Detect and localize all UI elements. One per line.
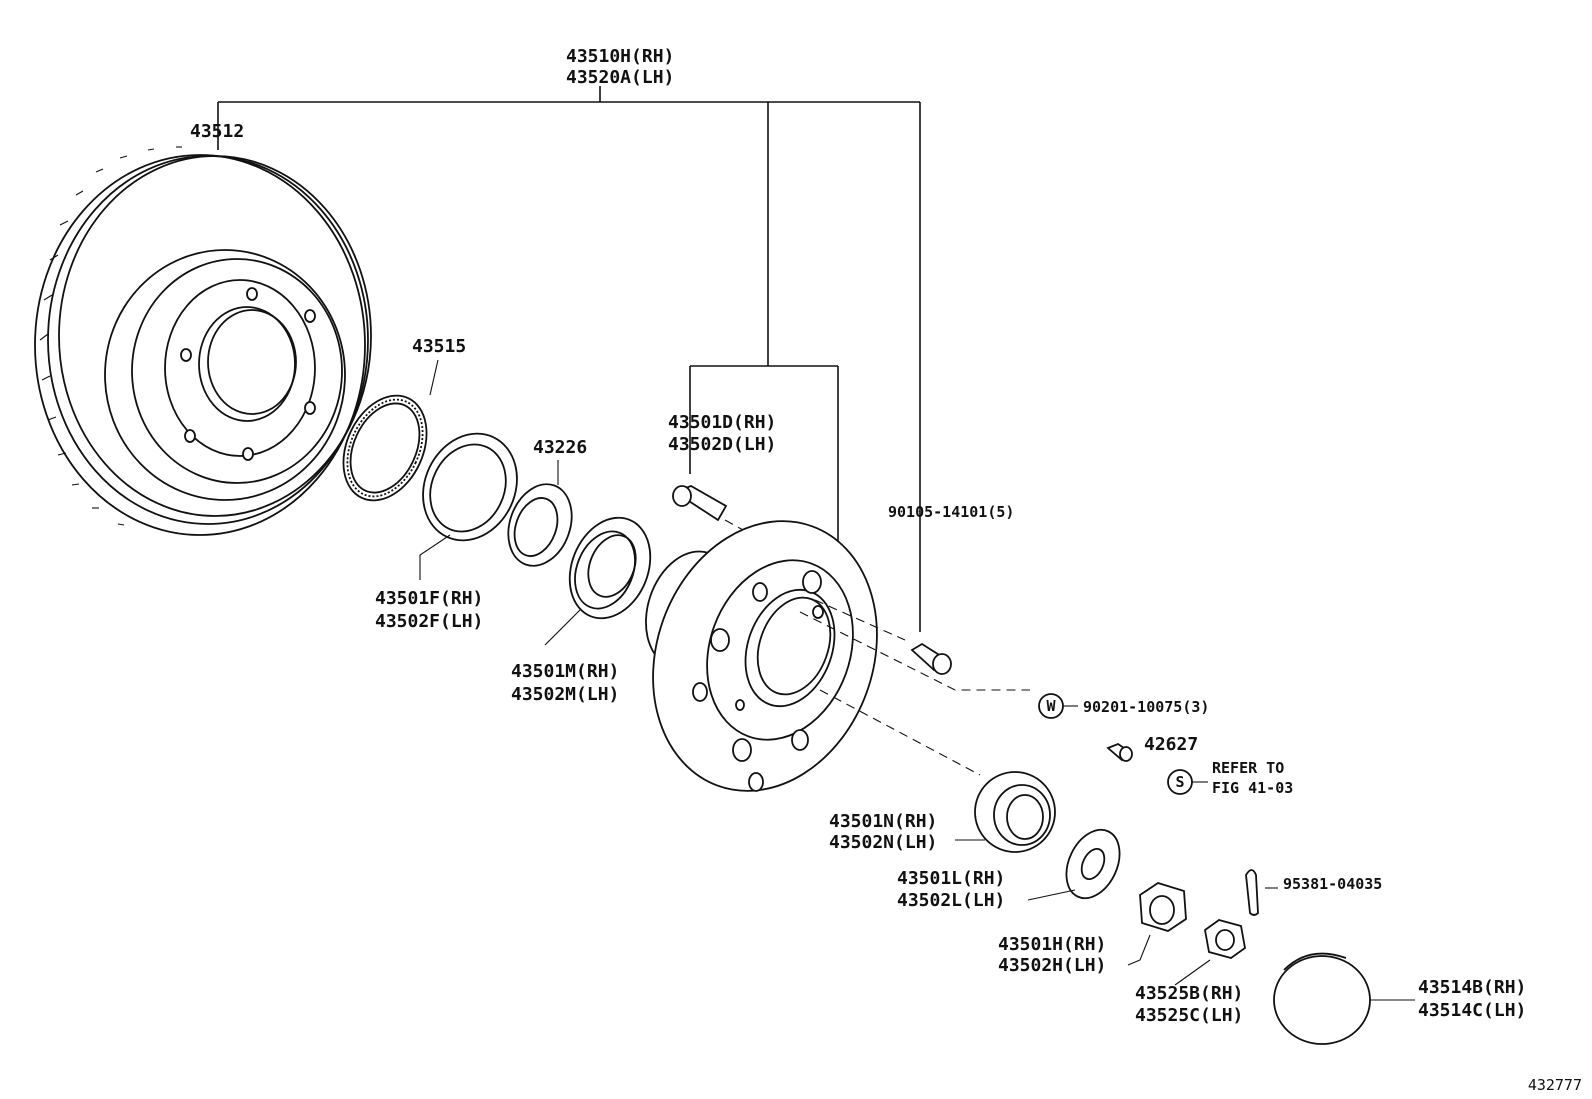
label-outer-bearing-lh: 43502N(LH) [829,832,937,853]
label-disc: 43512 [190,121,244,142]
label-oil-seal-lh: 43502F(LH) [375,611,483,632]
label-claw-washer-rh: 43501L(RH) [897,868,1005,889]
axle-hub [645,520,1030,792]
outer-bearing [955,771,1056,853]
label-rotor-rh: 43510H(RH) [566,46,674,67]
brake-disc [34,146,372,536]
label-cotter-pin: 95381-04035 [1283,875,1382,893]
label-grease-cap-lh: 43514C(LH) [1418,1000,1526,1021]
grease-fitting [1106,742,1133,762]
label-refer-line1: REFER TO [1212,759,1284,777]
label-bolt: 90105-14101(5) [888,503,1014,521]
figure-number: 432777 [1528,1076,1582,1094]
oil-seal [419,432,518,580]
label-hub-nut-rh: 43501H(RH) [998,934,1106,955]
label-grease-fitting: 42627 [1144,734,1198,755]
spacer [507,460,573,567]
label-oil-seal-rh: 43501F(RH) [375,588,483,609]
nut-lock [1174,919,1246,986]
label-inner-bearing-lh: 43502M(LH) [511,684,619,705]
sensor-rotor [342,359,439,502]
label-hub-bolt-rh: 43501D(RH) [668,412,776,433]
inner-bearing [544,516,652,646]
label-washer: 90201-10075(3) [1083,698,1209,716]
label-grease-cap-rh: 43514B(RH) [1418,977,1526,998]
label-refer-line2: FIG 41-03 [1212,779,1293,797]
grease-cap [1273,952,1415,1045]
standard-mark: S [1175,773,1184,791]
label-hub-nut-lh: 43502H(LH) [998,955,1106,976]
caliper-bolt [910,642,952,675]
washer-symbol: W [1038,693,1078,719]
hub-nut [1127,882,1187,966]
standard-symbol: S [1167,769,1208,795]
claw-washer [1027,828,1121,901]
label-nut-lock-rh: 43525B(RH) [1135,983,1243,1004]
label-hub-bolt-lh: 43502D(LH) [668,434,776,455]
hub-bolt [672,485,816,571]
label-rotor-lh: 43520A(LH) [566,67,674,88]
label-spacer: 43226 [533,437,587,458]
assembly-bracket [217,86,921,632]
label-inner-bearing-rh: 43501M(RH) [511,661,619,682]
cotter-pin [1245,869,1278,916]
label-sensor-rotor: 43515 [412,336,466,357]
label-outer-bearing-rh: 43501N(RH) [829,811,937,832]
label-claw-washer-lh: 43502L(LH) [897,890,1005,911]
callout-labels: 43510H(RH) 43520A(LH) 43512 43515 43226 … [190,46,1582,1094]
washer-mark: W [1046,697,1056,715]
label-nut-lock-lh: 43525C(LH) [1135,1005,1243,1026]
